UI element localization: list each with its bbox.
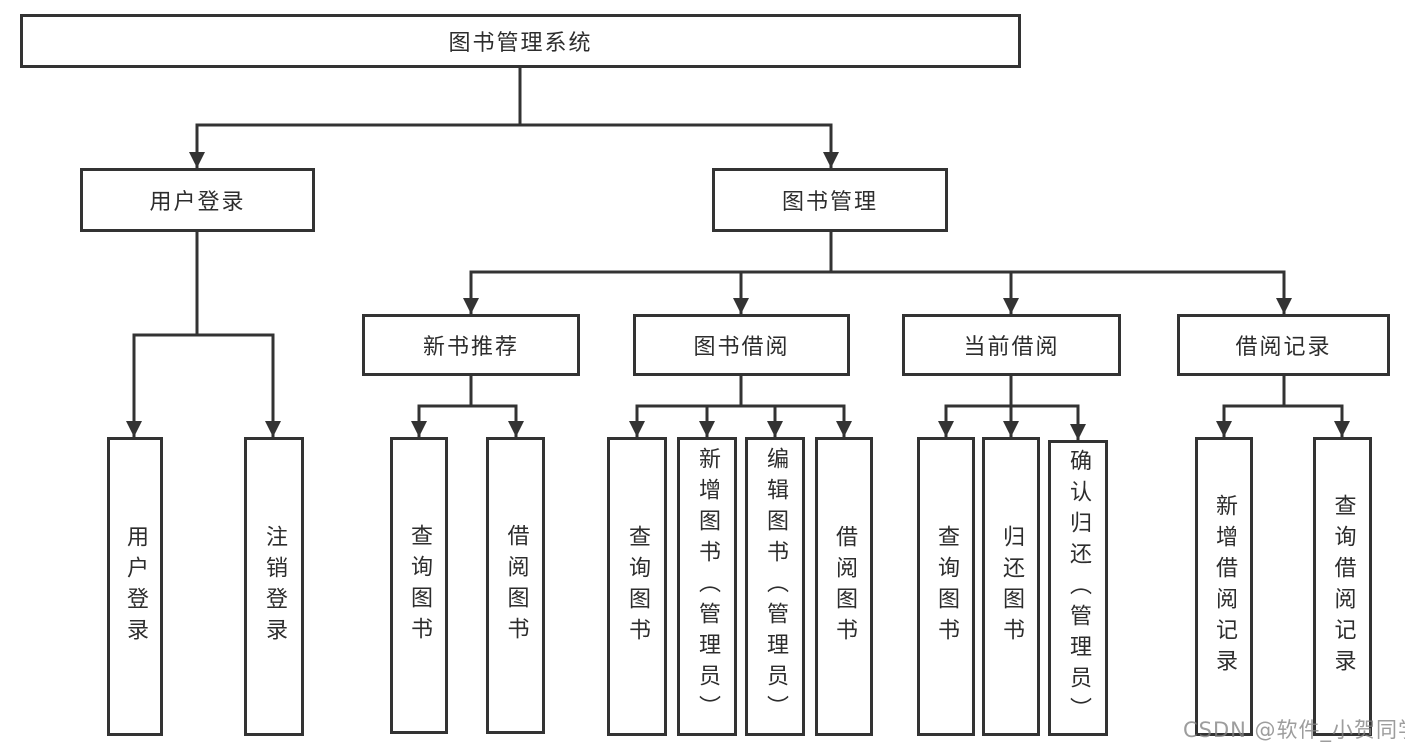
node-leaf-query-book: 查询图书 (390, 437, 448, 734)
node-label: 借阅图书 (832, 524, 857, 649)
node-label: 新增借阅记录 (1212, 493, 1237, 680)
node-leaf-confirm-return-admin: 确认归还（管理员） (1048, 440, 1108, 736)
node-user-login: 用户登录 (80, 168, 315, 232)
node-book-management: 图书管理 (712, 168, 948, 232)
node-book-borrow: 图书借阅 (633, 314, 850, 376)
node-leaf-user-login: 用户登录 (107, 437, 163, 736)
node-leaf-logout: 注销登录 (244, 437, 304, 736)
node-label: 新书推荐 (422, 335, 519, 360)
csdn-watermark: CSDN @软件_小贺同学 (1183, 718, 1405, 742)
node-label: 查询图书 (934, 524, 959, 649)
node-leaf-query-borrow-record: 查询借阅记录 (1313, 437, 1372, 736)
node-label: 编辑图书（管理员） (763, 447, 788, 726)
node-label: 用户登录 (123, 524, 148, 649)
node-label: 查询图书 (407, 523, 432, 648)
node-label: 新增图书（管理员） (695, 447, 720, 726)
node-label: 借阅记录 (1235, 335, 1332, 360)
node-leaf-return-book: 归还图书 (982, 437, 1040, 736)
node-label: 用户登录 (149, 190, 246, 215)
node-label: 查询借阅记录 (1330, 493, 1356, 680)
node-leaf-query-book: 查询图书 (917, 437, 975, 736)
node-current-borrow: 当前借阅 (902, 314, 1121, 376)
node-label: 注销登录 (262, 524, 287, 649)
node-borrow-record: 借阅记录 (1177, 314, 1390, 376)
node-root-system: 图书管理系统 (20, 14, 1021, 68)
node-label: 图书借阅 (693, 335, 790, 360)
node-leaf-add-borrow-record: 新增借阅记录 (1195, 437, 1253, 736)
node-leaf-borrow-book: 借阅图书 (486, 437, 545, 734)
node-leaf-borrow-book: 借阅图书 (815, 437, 873, 736)
node-label: 图书管理系统 (448, 31, 593, 56)
node-leaf-edit-book-admin: 编辑图书（管理员） (745, 437, 805, 736)
node-leaf-query-book: 查询图书 (607, 437, 667, 736)
node-new-book-recommend: 新书推荐 (362, 314, 580, 376)
node-label: 归还图书 (999, 524, 1024, 649)
node-label: 当前借阅 (963, 335, 1060, 360)
node-label: 查询图书 (625, 524, 650, 649)
node-label: 图书管理 (781, 190, 878, 215)
node-leaf-add-book-admin: 新增图书（管理员） (677, 437, 737, 736)
node-label: 确认归还（管理员） (1066, 448, 1091, 728)
node-label: 借阅图书 (503, 523, 529, 648)
